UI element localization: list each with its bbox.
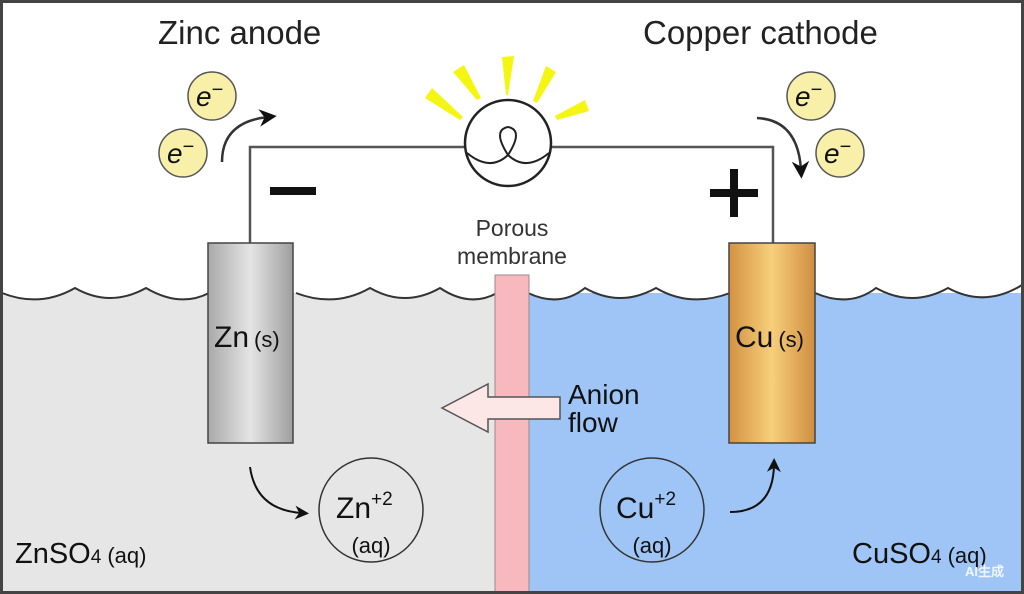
svg-text:e−: e− [824, 136, 851, 169]
svg-text:e−: e− [795, 79, 822, 112]
copper-ion-state: (aq) [632, 533, 671, 558]
copper-electrode-state: (s) [778, 327, 804, 352]
electron-icon: e− [187, 71, 237, 121]
light-rays [425, 56, 589, 120]
anion-flow-label-line1: Anion [568, 379, 640, 410]
porous-membrane [494, 274, 530, 594]
cathode-title: Copper cathode [643, 14, 878, 51]
wire-left [248, 145, 465, 243]
zinc-ion-symbol: Zn [336, 492, 371, 525]
anode-title: Zinc anode [158, 14, 321, 51]
zinc-ion-charge: +2 [371, 489, 393, 510]
watermark: AI生成 [965, 564, 1004, 579]
copper-solution-label: CuSO4(aq) [852, 538, 987, 570]
oxidation-arrow-icon [249, 466, 309, 520]
zinc-electrode: Zn(s) [207, 242, 294, 444]
svg-text:e−: e− [167, 136, 194, 169]
zinc-electrode-label: Zn [214, 321, 249, 354]
positive-terminal-sign [710, 169, 758, 217]
svg-text:Cu(s): Cu(s) [735, 321, 804, 354]
left-block-arrow-icon [440, 382, 561, 434]
svg-text:Cu+2: Cu+2 [616, 489, 676, 525]
zinc-ion: Zn+2 (aq) [318, 457, 424, 563]
electron-icon: e− [158, 128, 208, 178]
zinc-ion-state: (aq) [351, 533, 390, 558]
wire-right [550, 145, 775, 243]
copper-ion: Cu+2 (aq) [599, 457, 705, 563]
membrane-label-line1: Porous [476, 215, 549, 241]
electron-icon: e− [786, 71, 836, 121]
svg-text:Zn+2: Zn+2 [336, 489, 393, 525]
copper-ion-charge: +2 [654, 489, 676, 510]
copper-ion-symbol: Cu [616, 492, 654, 525]
membrane-label-line2: membrane [457, 243, 567, 269]
zinc-electrode-state: (s) [254, 327, 280, 352]
reduction-arrow-icon [729, 458, 781, 513]
zinc-solution-label: ZnSO4(aq) [15, 538, 146, 570]
svg-text:e−: e− [196, 79, 223, 112]
copper-electrode: Cu(s) [728, 242, 816, 444]
electron-flow-arrow-icon [756, 116, 810, 179]
svg-text:Zn(s): Zn(s) [214, 321, 280, 354]
anion-flow-label-line2: flow [568, 407, 619, 438]
copper-electrode-label: Cu [735, 321, 773, 354]
electron-flow-arrow-icon [220, 109, 277, 163]
negative-terminal-sign [270, 187, 316, 195]
electron-icon: e− [815, 128, 865, 178]
light-bulb-icon [425, 56, 589, 188]
